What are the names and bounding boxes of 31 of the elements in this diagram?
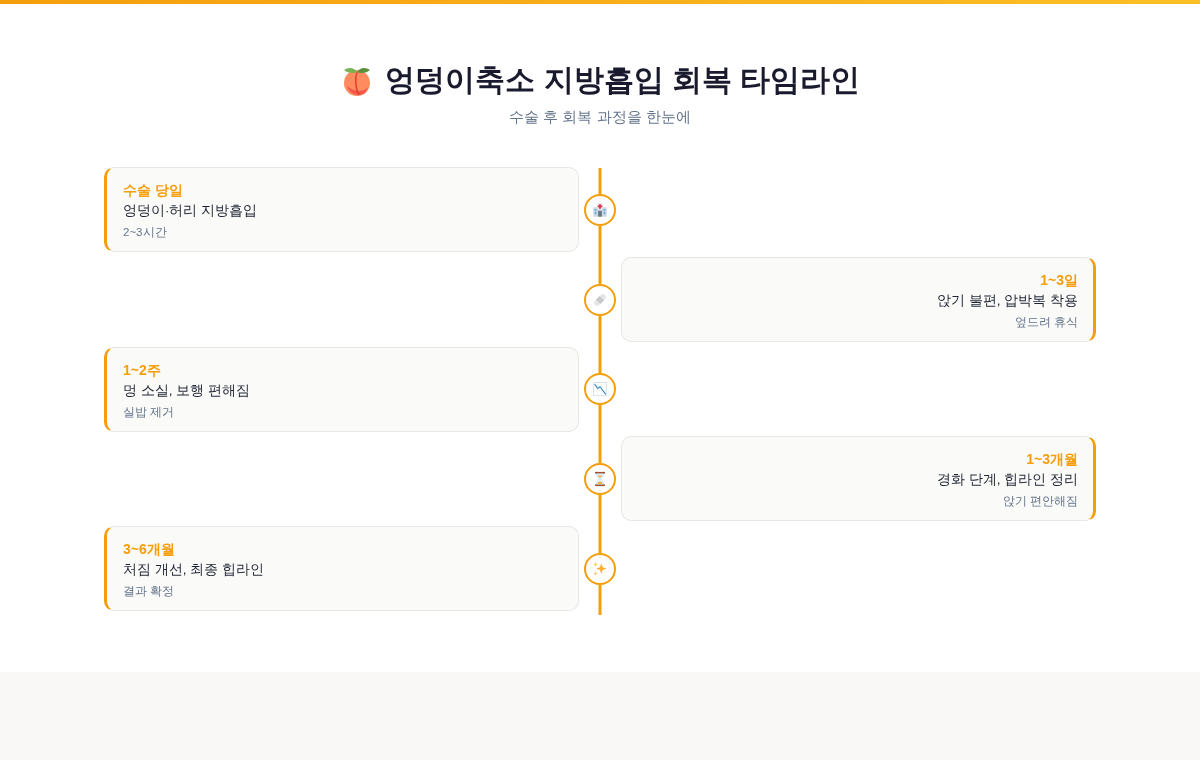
timeline-line xyxy=(598,226,602,284)
stage-heading: 1~3개월 xyxy=(1026,450,1078,469)
stage-description: 멍 소실, 보행 편해짐 xyxy=(123,382,250,400)
timeline-marker xyxy=(584,284,616,316)
timeline-marker xyxy=(584,463,616,495)
stage-description: 경화 단계, 힙라인 정리 xyxy=(937,471,1078,489)
timeline-marker xyxy=(584,194,616,226)
stage-card xyxy=(104,526,579,611)
timeline-line xyxy=(598,405,602,463)
timeline-marker xyxy=(584,553,616,585)
stage-description: 처짐 개선, 최종 힙라인 xyxy=(123,561,264,579)
stage-card xyxy=(104,347,579,432)
stage-note: 결과 확정 xyxy=(123,584,175,599)
stage-description: 앉기 불편, 압박복 착용 xyxy=(937,292,1078,310)
stage-card xyxy=(621,257,1096,342)
stage-note: 앉기 편안해짐 xyxy=(1002,494,1078,509)
timeline-marker xyxy=(584,373,616,405)
timeline-line xyxy=(598,495,602,553)
stage-note: 실밥 제거 xyxy=(123,405,175,420)
subtitle: 수술 후 회복 과정을 한눈에 xyxy=(509,108,691,125)
stage-heading: 수술 당일 xyxy=(123,181,183,200)
stage-heading: 3~6개월 xyxy=(123,540,175,559)
stage-heading: 1~2주 xyxy=(123,361,161,380)
stage-description: 엉덩이·허리 지방흡입 xyxy=(123,202,258,220)
timeline-line xyxy=(598,316,602,373)
title: 엉덩이축소 지방흡입 회복 타임라인 xyxy=(385,62,861,98)
stage-heading: 1~3일 xyxy=(1040,271,1078,290)
stage-card xyxy=(104,167,579,252)
stage-note: 엎드려 휴식 xyxy=(1014,315,1078,330)
stage-note: 2~3시간 xyxy=(123,225,167,240)
stage-card xyxy=(621,436,1096,521)
